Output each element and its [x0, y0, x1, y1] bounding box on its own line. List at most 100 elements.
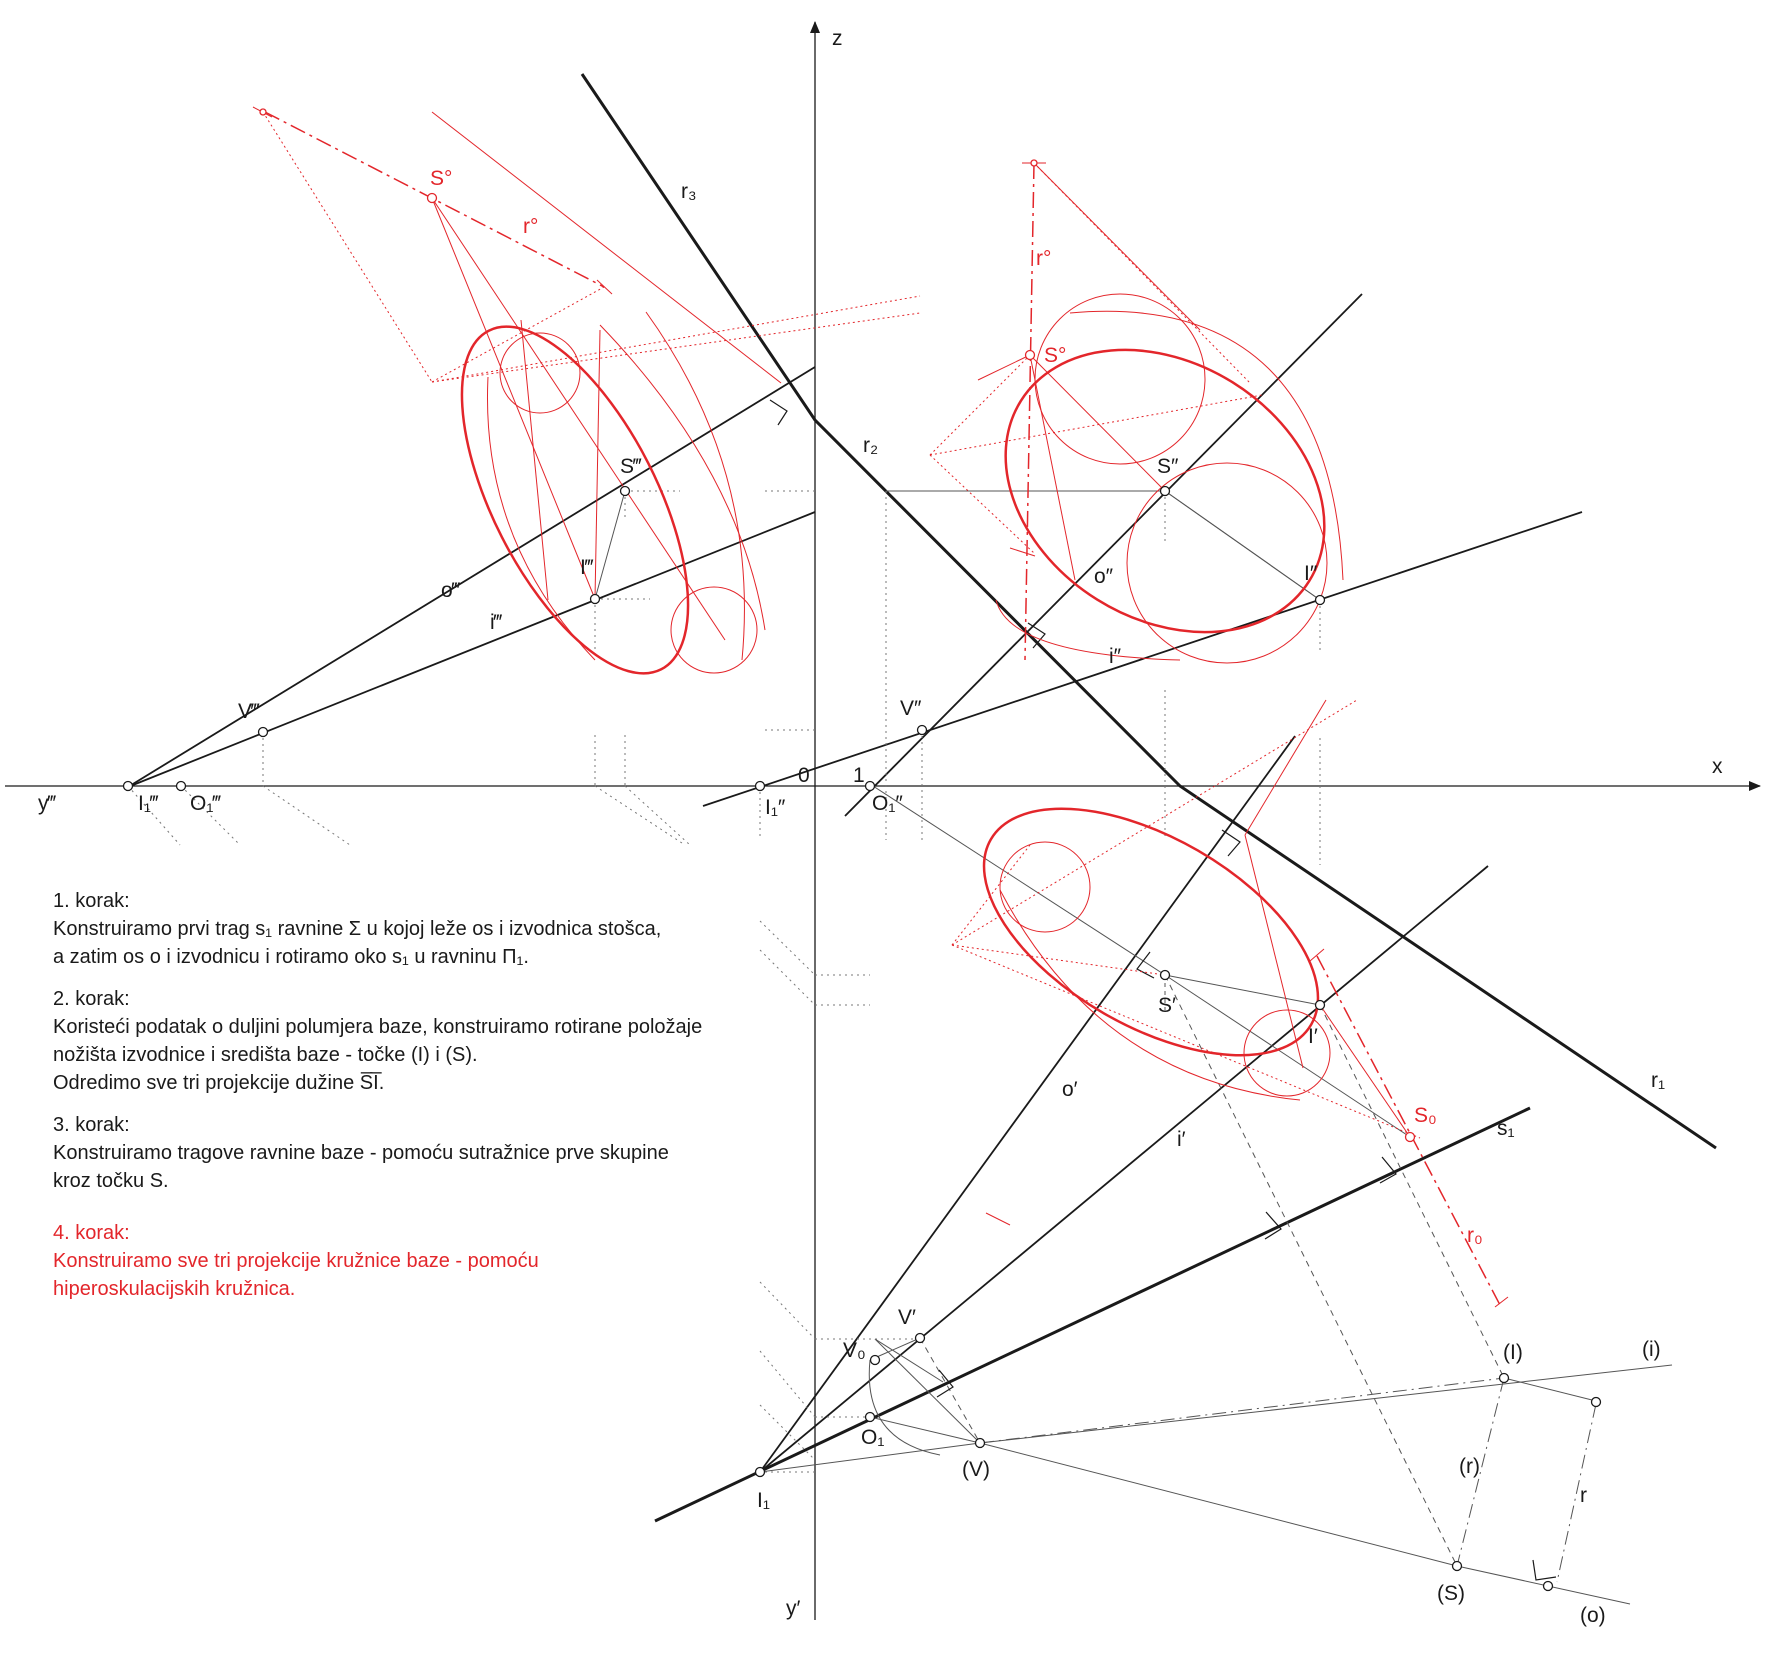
step-4-title: 4. korak:	[53, 1222, 130, 1244]
label-Vo: V₀	[843, 1339, 866, 1362]
label-V1: V′	[898, 1306, 916, 1329]
point-pI	[1498, 1372, 1510, 1384]
step-4-line-1: Konstruiramo sve tri projekcije kružnice…	[53, 1250, 539, 1272]
axis-o3	[127, 366, 816, 788]
point-S0c	[1404, 1131, 1416, 1143]
label-one: 1	[853, 764, 865, 787]
label-s1: s₁	[1497, 1117, 1515, 1140]
step-3: 3. korak: Konstruiramo tragove ravnine b…	[53, 1111, 833, 1195]
base-ellipse-second	[1004, 348, 1326, 634]
axis-o1	[759, 735, 1296, 1473]
cone-lines	[127, 293, 1583, 1473]
generator-i3	[127, 511, 816, 788]
points	[122, 485, 1602, 1592]
traces	[580, 73, 1717, 1523]
red-points	[259, 108, 1416, 1143]
point-Vo	[869, 1354, 881, 1366]
dash-construction	[919, 974, 1597, 1583]
point-O1-2	[864, 780, 876, 792]
label-r0b: r°	[1036, 247, 1051, 270]
label-y3: y‴	[38, 792, 57, 815]
point-r-top	[1590, 1396, 1602, 1408]
label-i3: i‴	[490, 611, 503, 634]
label-pr: (r)	[1459, 1455, 1480, 1478]
step-1: 1. korak: Konstruiramo prvi trag s₁ ravn…	[53, 887, 833, 971]
projection-lines	[127, 490, 1321, 1473]
point-S0b	[1024, 349, 1036, 361]
label-r: r	[1580, 1484, 1587, 1507]
point-I1	[754, 1466, 766, 1478]
label-r2: r₂	[863, 434, 878, 457]
step-1-line-1: Konstruiramo prvi trag s₁ ravnine Σ u ko…	[53, 918, 662, 940]
step-2-line-3: Odredimo sve tri projekcije dužine S̅I̅.	[53, 1072, 385, 1094]
step-2-line-2: nožišta izvodnice i središta baze - točk…	[53, 1044, 478, 1066]
label-pi: (i)	[1642, 1338, 1661, 1361]
point-pS	[1451, 1560, 1463, 1572]
label-pI: (I)	[1503, 1341, 1523, 1364]
label-I1: I₁	[757, 1489, 770, 1512]
label-o3: o‴	[441, 579, 461, 602]
point-S3	[619, 485, 631, 497]
point-top-a	[259, 108, 267, 116]
point-O1	[864, 1411, 876, 1423]
label-I3: I‴	[580, 556, 594, 579]
step-2-line-1: Koristeći podatak o duljini polumjera ba…	[53, 1016, 703, 1038]
trace-r3-r2-r1	[580, 73, 1717, 1150]
point-O1-3	[175, 780, 187, 792]
label-I1p: I′	[1308, 1025, 1318, 1048]
step-3-line-2: kroz točku S.	[53, 1170, 169, 1192]
base-ellipse-third	[460, 325, 690, 675]
label-r0a: r°	[523, 215, 538, 238]
construction-steps: 1. korak: Konstruiramo prvi trag s₁ ravn…	[53, 887, 833, 1317]
step-3-line-1: Konstruiramo tragove ravnine baze - pomo…	[53, 1142, 669, 1164]
axis-o2	[844, 293, 1363, 817]
label-I1-3: I₁‴	[138, 792, 159, 815]
labels: z x y‴ y′ 0 1 r₃ r₂ r₁ s₁ S‴ I‴ o‴ i‴ V‴…	[38, 27, 1723, 1627]
step-3-title: 3. korak:	[53, 1114, 130, 1136]
step-4-line-2: hiperoskulacijskih kružnica.	[53, 1278, 296, 1300]
label-S2: S″	[1157, 455, 1179, 478]
label-r1: r₁	[1651, 1069, 1665, 1092]
label-S0b: S°	[1044, 344, 1066, 367]
label-r3: r₃	[681, 180, 697, 203]
point-S2	[1159, 485, 1171, 497]
label-x: x	[1712, 755, 1723, 778]
generator-i2	[702, 511, 1583, 807]
point-V3	[257, 726, 269, 738]
label-S3: S‴	[620, 455, 642, 478]
label-r0c: r₀	[1467, 1224, 1483, 1247]
label-O1: O₁	[861, 1426, 884, 1449]
base-ellipse-first	[982, 807, 1320, 1057]
label-V3: V‴	[238, 700, 260, 723]
point-V2	[916, 724, 928, 736]
label-i2: i″	[1109, 645, 1122, 668]
label-I2: I″	[1304, 562, 1318, 585]
point-V1	[914, 1332, 926, 1344]
step-2-title: 2. korak:	[53, 988, 130, 1010]
label-zero: 0	[798, 764, 810, 787]
label-o1: o′	[1062, 1078, 1078, 1101]
step-4: 4. korak: Konstruiramo sve tri projekcij…	[53, 1219, 833, 1303]
red-construction	[252, 106, 1509, 1308]
point-S1	[1159, 969, 1171, 981]
point-pV	[974, 1437, 986, 1449]
label-pS: (S)	[1437, 1582, 1465, 1605]
point-I1-3	[122, 780, 134, 792]
point-S0a	[426, 192, 438, 204]
point-I1-2	[754, 780, 766, 792]
label-I1-2: I₁″	[765, 796, 786, 819]
generator-i1	[759, 865, 1489, 1473]
label-po: (o)	[1580, 1604, 1606, 1627]
point-I1p	[1314, 999, 1326, 1011]
step-1-title: 1. korak:	[53, 890, 130, 912]
label-y1: y′	[786, 1597, 801, 1620]
label-S1p: S′	[1158, 994, 1176, 1017]
step-1-line-2: a zatim os o i izvodnicu i rotiramo oko …	[53, 946, 529, 968]
label-O1-2: O₁″	[872, 792, 903, 815]
trace-s1	[654, 1106, 1531, 1523]
label-O1-3: O₁‴	[190, 792, 221, 815]
label-pV: (V)	[962, 1458, 990, 1481]
right-angle-marks	[769, 399, 1557, 1581]
point-po	[1542, 1580, 1554, 1592]
